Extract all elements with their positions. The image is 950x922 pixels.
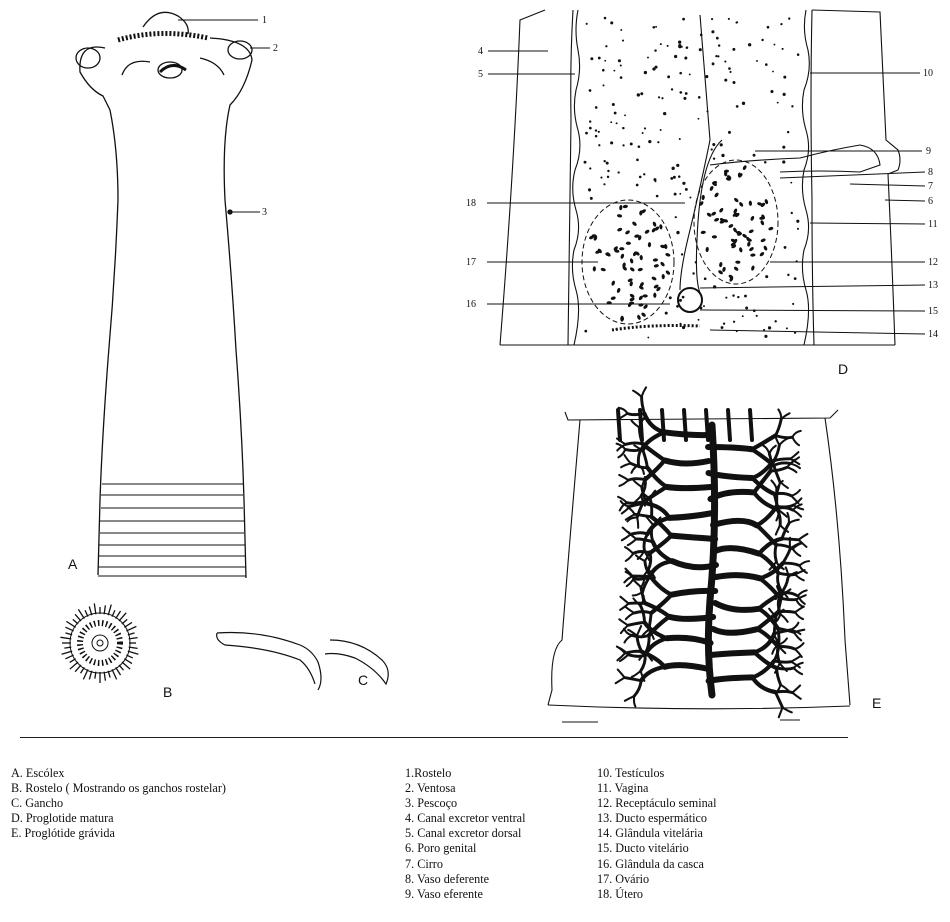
label-16: 16 xyxy=(466,299,476,310)
legend-item: E. Proglótide grávida xyxy=(11,826,226,841)
legend-item: 7. Cirro xyxy=(405,857,525,872)
label-5: 5 xyxy=(478,69,483,80)
panel-label-d: D xyxy=(838,361,848,377)
legend-item: 1.Rostelo xyxy=(405,766,525,781)
leader-14 xyxy=(710,330,925,334)
legend-item: 6. Poro genital xyxy=(405,841,525,856)
label-2: 2 xyxy=(273,43,278,54)
label-8: 8 xyxy=(928,167,933,178)
label-1: 1 xyxy=(262,15,267,26)
legend-item: 13. Ducto espermático xyxy=(597,811,716,826)
label-9: 9 xyxy=(926,146,931,157)
legend-item: 14. Glândula vitelária xyxy=(597,826,716,841)
panel-label-e: E xyxy=(872,695,881,711)
legend-item: 3. Pescoço xyxy=(405,796,525,811)
leader-8 xyxy=(780,172,925,178)
tapeworm-anatomy-figure: 1 2 3 A B C xyxy=(0,0,950,730)
mature-proglottid-drawing xyxy=(500,10,900,345)
rostellar-hooks-ring xyxy=(60,603,138,683)
testes-dots xyxy=(584,17,800,339)
legend-item: 17. Ovário xyxy=(597,872,716,887)
legend-item: 16. Glândula da casca xyxy=(597,857,716,872)
legend-panels: A. Escólex B. Rostelo ( Mostrando os gan… xyxy=(11,766,226,841)
legend-item: 9. Vaso eferente xyxy=(405,887,525,902)
label-17: 17 xyxy=(466,257,476,268)
legend-item: 12. Receptáculo seminal xyxy=(597,796,716,811)
label-12: 12 xyxy=(928,257,938,268)
label-14: 14 xyxy=(928,329,938,340)
label-4: 4 xyxy=(478,46,483,57)
rostellum-drawing xyxy=(70,613,130,673)
ovary-and-receptacle-texture xyxy=(588,165,773,322)
legend-item: C. Gancho xyxy=(11,796,226,811)
label-11: 11 xyxy=(928,219,938,230)
panel-label-a: A xyxy=(68,556,78,572)
legend-item: 8. Vaso deferente xyxy=(405,872,525,887)
legend-item: 4. Canal excretor ventral xyxy=(405,811,525,826)
panel-label-b: B xyxy=(163,684,172,700)
panel-label-c: C xyxy=(358,672,368,688)
legend-item: 10. Testículos xyxy=(597,766,716,781)
leader-7 xyxy=(850,184,925,186)
legend-item: 2. Ventosa xyxy=(405,781,525,796)
legend-parts-10-18: 10. Testículos 11. Vagina 12. Receptácul… xyxy=(597,766,716,902)
legend-item: 15. Ducto vitelário xyxy=(597,841,716,856)
label-10: 10 xyxy=(923,68,933,79)
legend-item: A. Escólex xyxy=(11,766,226,781)
label-13: 13 xyxy=(928,280,938,291)
scolex-drawing xyxy=(76,12,252,578)
label-7: 7 xyxy=(928,181,933,192)
legend-item: 5. Canal excretor dorsal xyxy=(405,826,525,841)
leader-11 xyxy=(810,223,925,224)
legend-item: B. Rostelo ( Mostrando os ganchos rostel… xyxy=(11,781,226,796)
legend-item: D. Proglotide matura xyxy=(11,811,226,826)
label-3: 3 xyxy=(262,207,267,218)
label-15: 15 xyxy=(928,306,938,317)
gravid-uterus-branches xyxy=(616,387,809,717)
legend-item: 11. Vagina xyxy=(597,781,716,796)
strobila-segments xyxy=(98,484,246,576)
leader-6 xyxy=(885,200,925,201)
legend-separator xyxy=(20,737,848,738)
label-18: 18 xyxy=(466,198,476,209)
legend-parts-1-9: 1.Rostelo 2. Ventosa 3. Pescoço 4. Canal… xyxy=(405,766,525,902)
label-6: 6 xyxy=(928,196,933,207)
leader-15 xyxy=(700,310,925,311)
legend-item: 18. Útero xyxy=(597,887,716,902)
